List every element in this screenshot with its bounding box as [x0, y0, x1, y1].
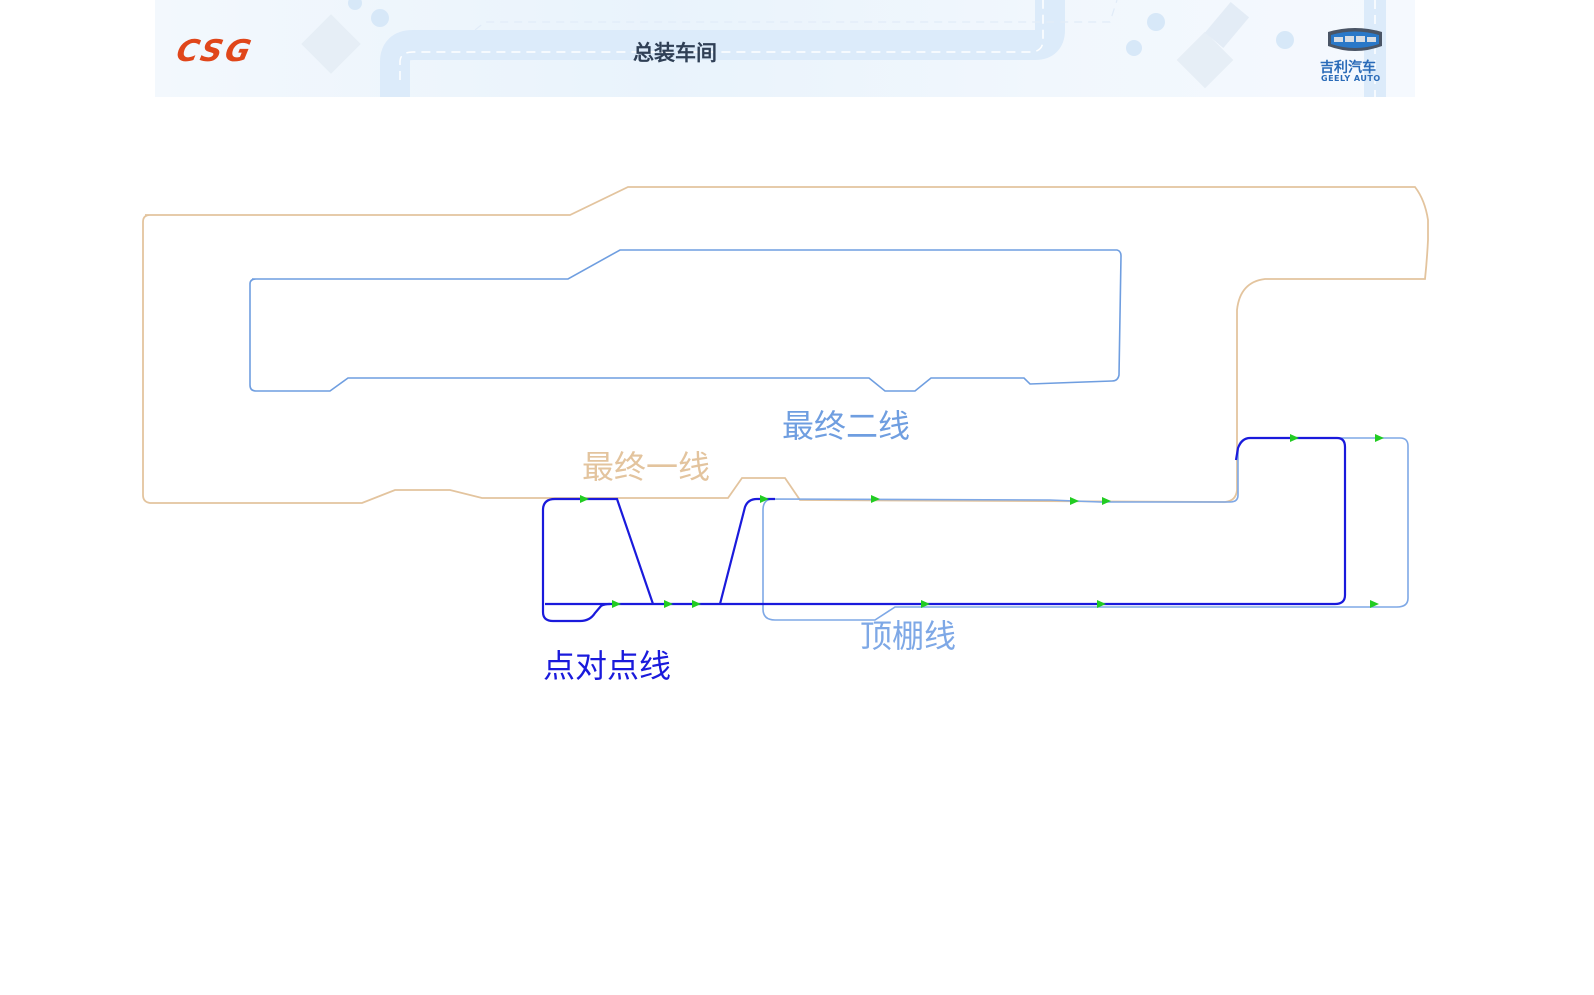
station-marker: [612, 600, 621, 608]
geely-brand-cn: 吉利汽车: [1320, 60, 1376, 76]
station-marker: [1070, 497, 1079, 505]
header-banner: CSG 总装车间 吉利汽车 GEELY AUTO: [155, 0, 1415, 97]
station-marker: [580, 495, 589, 503]
station-marker: [921, 600, 930, 608]
point-to-point-loop-path: [541, 497, 611, 623]
geely-brand-en: GEELY AUTO: [1321, 74, 1381, 83]
final-line-2-label: 最终二线: [782, 407, 910, 445]
final-line-1-path: [142, 186, 1429, 504]
final-line-1-label: 最终一线: [582, 448, 710, 486]
station-marker: [1370, 600, 1379, 608]
header-background-decoration: [301, 0, 1386, 97]
station-marker: [692, 600, 701, 608]
station-marker: [664, 600, 673, 608]
station-marker: [1097, 600, 1106, 608]
point-to-point-line-path: [545, 436, 1347, 606]
headliner-line-path: [762, 437, 1409, 621]
station-marker: [1290, 434, 1299, 442]
station-marker: [760, 495, 769, 503]
geely-emblem-icon: [1328, 28, 1382, 51]
station-marker: [1102, 497, 1111, 505]
station-markers: [580, 434, 1384, 608]
station-marker: [1375, 434, 1384, 442]
headliner-line-label: 顶棚线: [860, 617, 956, 655]
page-title: 总装车间: [633, 41, 717, 65]
final-line-2-path: [249, 249, 1122, 392]
point-to-point-line-label: 点对点线: [543, 647, 671, 685]
station-marker: [871, 495, 880, 503]
